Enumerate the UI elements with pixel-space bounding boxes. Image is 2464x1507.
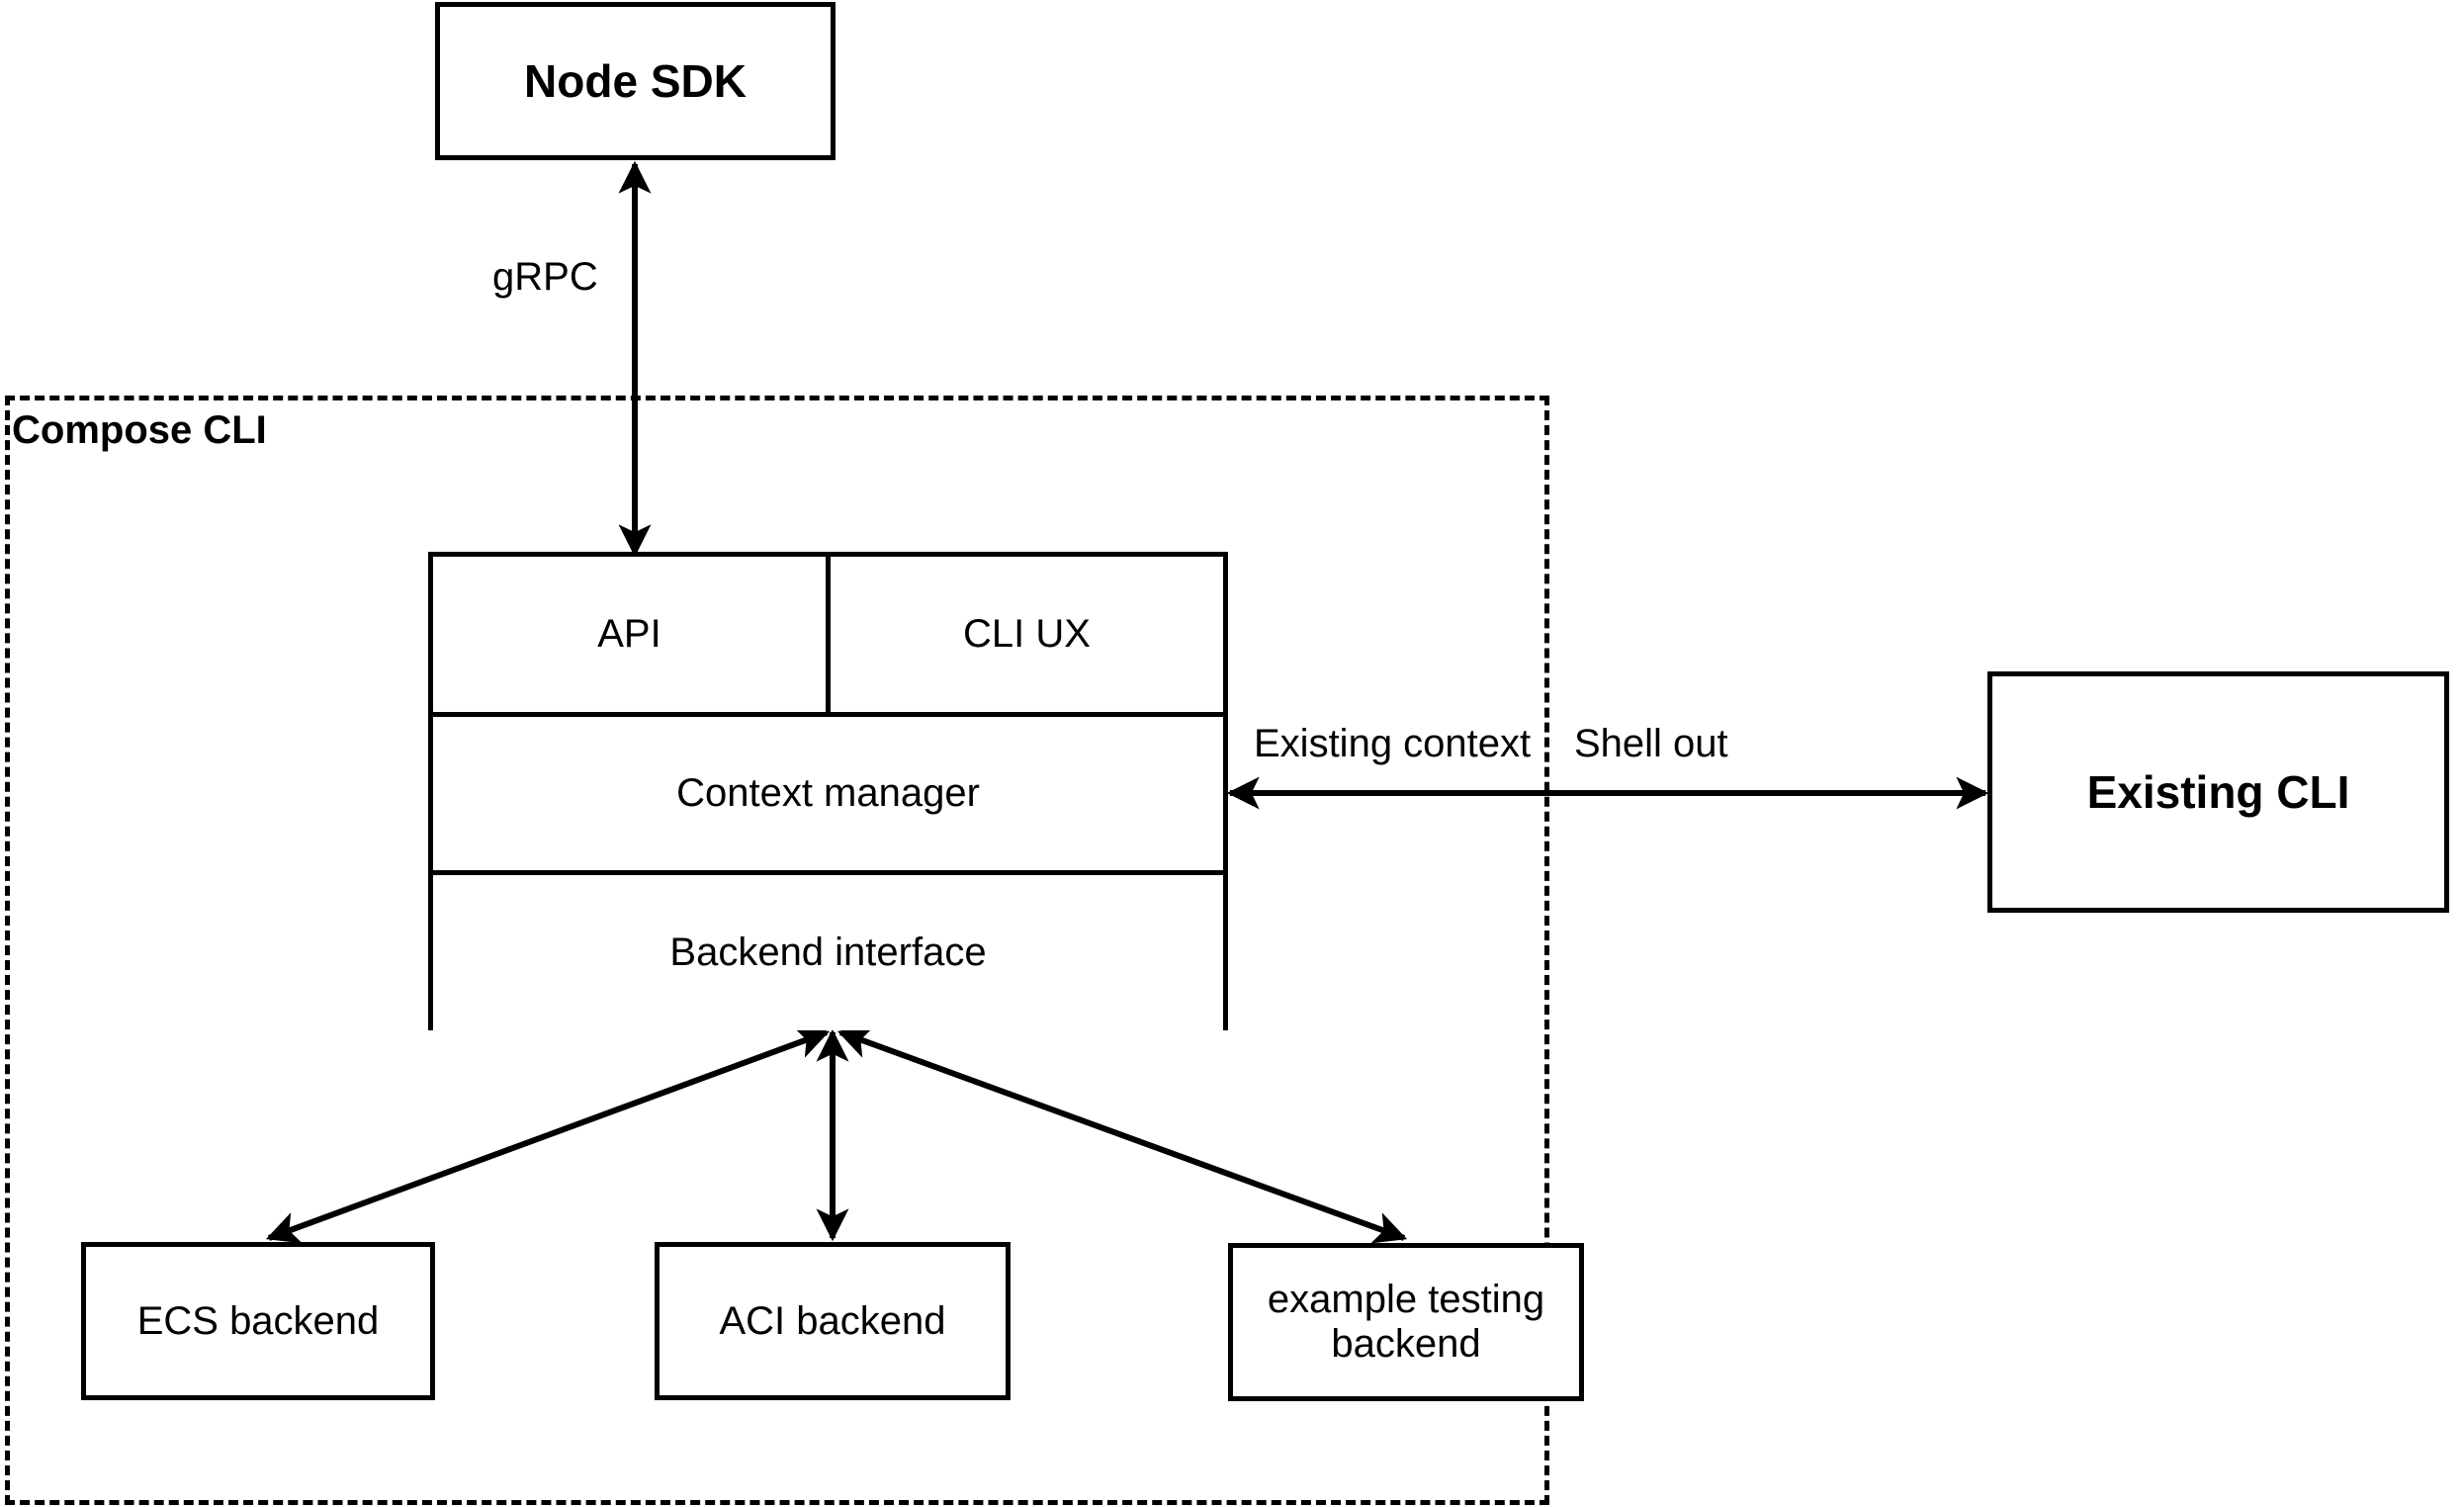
stack-row-backend-interface: Backend interface [433,875,1223,1030]
backend-interface-label: Backend interface [669,931,987,974]
existing-cli-label: Existing CLI [2086,765,2350,818]
cli-ux-label: CLI UX [963,612,1091,656]
node-sdk-label: Node SDK [524,54,747,107]
example-testing-backend-label-line1: example testing [1267,1278,1545,1322]
api-label: API [597,612,661,656]
example-testing-backend-label: example testing backend [1258,1278,1554,1367]
compose-cli-stack: API CLI UX Context manager Backend inter… [428,552,1228,1030]
aci-backend-box: ACI backend [655,1242,1011,1400]
stack-cell-cli-ux: CLI UX [831,557,1223,712]
example-testing-backend-box: example testing backend [1228,1243,1584,1401]
context-manager-label: Context manager [676,771,980,815]
example-testing-backend-label-line2: backend [1331,1322,1481,1366]
aci-backend-label: ACI backend [719,1299,946,1343]
ecs-backend-box: ECS backend [81,1242,435,1400]
existing-context-edge-label: Existing context [1254,722,1532,765]
stack-cell-api: API [433,557,831,712]
compose-cli-boundary [5,396,1549,1505]
stack-row-api-cliux: API CLI UX [433,557,1223,717]
ecs-backend-label: ECS backend [136,1299,380,1343]
compose-cli-group-label: Compose CLI [12,408,267,452]
node-sdk-box: Node SDK [435,2,836,160]
stack-row-context-manager: Context manager [433,717,1223,875]
shell-out-edge-label: Shell out [1574,722,1728,765]
grpc-edge-label: gRPC [492,255,598,299]
existing-cli-box: Existing CLI [1987,671,2449,913]
